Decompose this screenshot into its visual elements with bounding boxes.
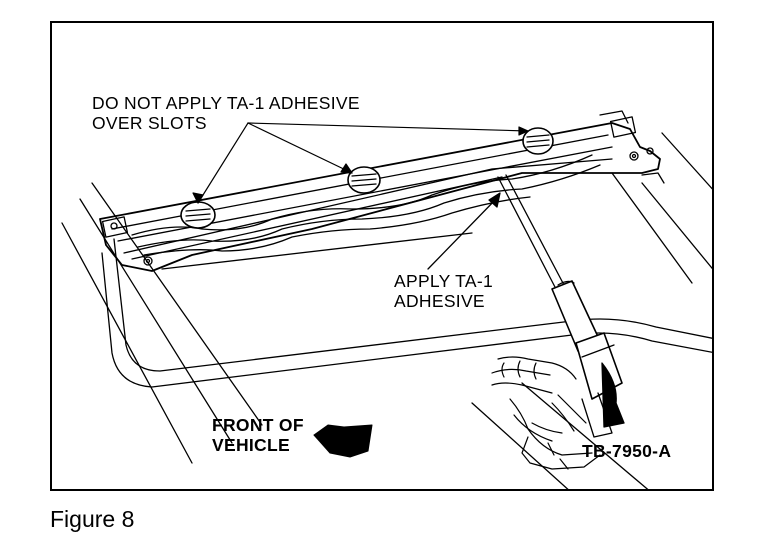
warning-label-line1: DO NOT APPLY TA-1 ADHESIVE xyxy=(92,93,360,113)
warning-label: DO NOT APPLY TA-1 ADHESIVE OVER SLOTS xyxy=(92,93,360,133)
front-label-line2: VEHICLE xyxy=(212,435,290,455)
sunroof-bracket-illustration xyxy=(61,110,712,489)
front-arrow xyxy=(313,424,373,458)
bracket xyxy=(99,110,665,272)
front-label: FRONT OF VEHICLE xyxy=(212,415,304,455)
figure-caption: Figure 8 xyxy=(50,506,135,532)
figure-code: TB-7950-A xyxy=(582,441,672,461)
front-label-line1: FRONT OF xyxy=(212,415,304,435)
adhesive-applicator xyxy=(497,174,625,438)
warning-label-line2: OVER SLOTS xyxy=(92,113,207,133)
hand xyxy=(491,356,601,470)
apply-label-line2: ADHESIVE xyxy=(394,291,485,311)
apply-label: APPLY TA-1 ADHESIVE xyxy=(394,271,493,311)
warning-leader-lines xyxy=(192,122,529,204)
figure-frame: DO NOT APPLY TA-1 ADHESIVE OVER SLOTS AP… xyxy=(50,21,714,491)
roof-panel-outline xyxy=(61,132,712,489)
apply-label-line1: APPLY TA-1 xyxy=(394,271,493,291)
apply-leader-line xyxy=(427,192,501,270)
